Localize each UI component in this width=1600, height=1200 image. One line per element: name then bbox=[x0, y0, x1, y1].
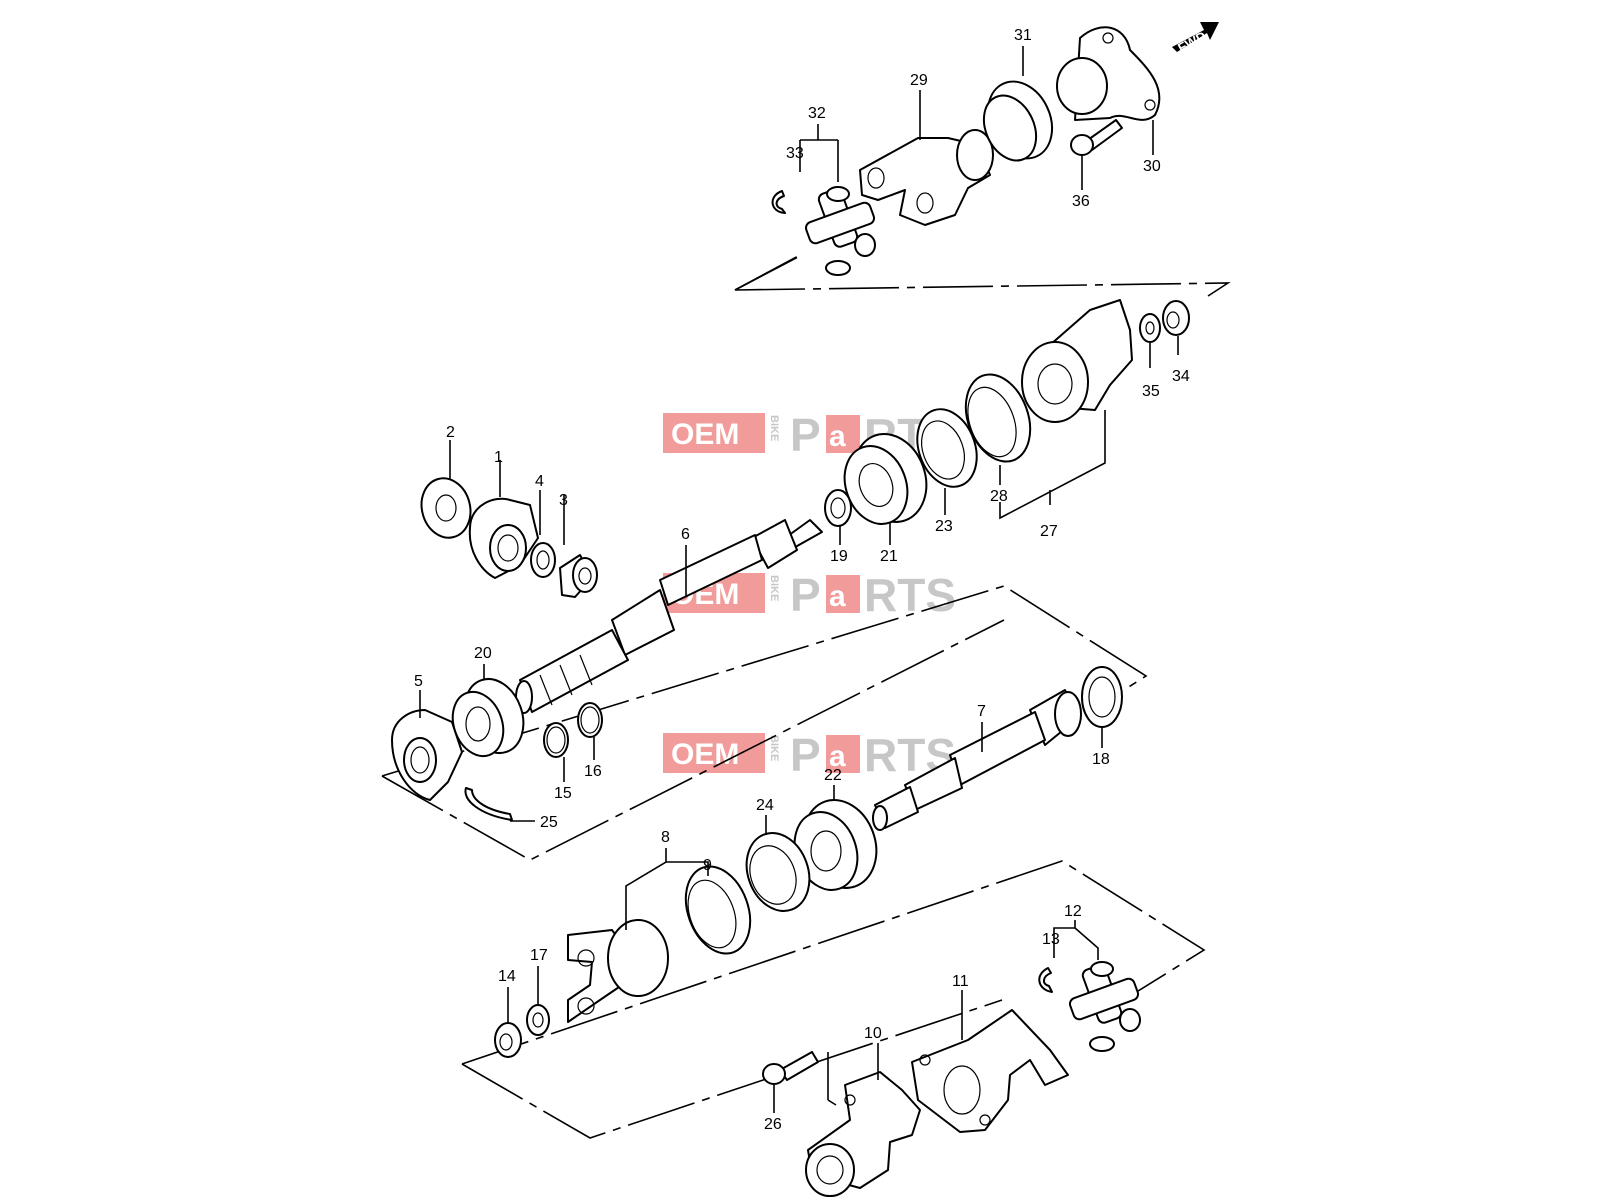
seal-28 bbox=[964, 373, 1032, 463]
callout-11: 11 bbox=[952, 973, 969, 990]
callout-4: 4 bbox=[535, 473, 544, 490]
group-outline-bottom bbox=[461, 860, 1206, 1139]
circlip-15 bbox=[543, 722, 569, 758]
callout-25: 25 bbox=[540, 814, 558, 831]
callout-29: 29 bbox=[910, 72, 928, 89]
circlip-33 bbox=[771, 190, 786, 214]
callout-13: 13 bbox=[1042, 931, 1060, 948]
callout-16: 16 bbox=[584, 763, 602, 780]
bolt-36 bbox=[1070, 119, 1123, 156]
svg-text:P: P bbox=[790, 409, 821, 461]
callout-28: 28 bbox=[990, 488, 1008, 505]
seal-9 bbox=[684, 865, 752, 955]
callout-9: 9 bbox=[703, 857, 712, 874]
svg-text:P: P bbox=[790, 729, 821, 781]
callout-1: 1 bbox=[494, 449, 503, 466]
svg-text:OEM: OEM bbox=[671, 418, 739, 451]
seal-24 bbox=[745, 832, 811, 912]
callout-18: 18 bbox=[1092, 751, 1110, 768]
callout-22: 22 bbox=[824, 767, 842, 784]
seal-23 bbox=[916, 408, 978, 488]
bearing-20 bbox=[451, 678, 525, 758]
svg-text:a: a bbox=[829, 740, 846, 773]
svg-text:FWD: FWD bbox=[1175, 28, 1208, 55]
callout-30: 30 bbox=[1143, 158, 1161, 175]
bevel-gear-5 bbox=[391, 709, 463, 801]
svg-text:P: P bbox=[790, 569, 821, 621]
group-outline-middle bbox=[381, 585, 1148, 861]
callout-7: 7 bbox=[977, 703, 986, 720]
callout-6: 6 bbox=[681, 526, 690, 543]
universal-joint-32 bbox=[804, 186, 876, 276]
svg-text:BIKE: BIKE bbox=[768, 415, 780, 441]
circlip-25 bbox=[464, 787, 513, 821]
circlip-13 bbox=[1038, 967, 1053, 993]
seal-31 bbox=[982, 80, 1054, 162]
shim-18 bbox=[1081, 666, 1123, 728]
callout-23: 23 bbox=[935, 518, 953, 535]
universal-joint-12 bbox=[1068, 961, 1141, 1052]
callout-12: 12 bbox=[1064, 903, 1082, 920]
callout-33: 33 bbox=[786, 145, 804, 162]
flange-10 bbox=[805, 1071, 921, 1197]
yoke-8 bbox=[567, 919, 669, 1023]
group-outline-top-path bbox=[734, 255, 1231, 297]
bearing-21 bbox=[843, 433, 928, 525]
callout-32: 32 bbox=[808, 105, 826, 122]
fwd-arrow-icon: FWD bbox=[1172, 22, 1219, 55]
watermark-3: OEM BIKE P a RTS bbox=[663, 729, 956, 781]
callout-31: 31 bbox=[1014, 27, 1032, 44]
washer-17 bbox=[526, 1004, 550, 1036]
callout-2: 2 bbox=[446, 424, 455, 441]
bolt-26 bbox=[762, 1051, 819, 1085]
callout-19: 19 bbox=[830, 548, 848, 565]
callout-8: 8 bbox=[661, 829, 670, 846]
callout-27: 27 bbox=[1040, 523, 1058, 540]
callout-10: 10 bbox=[864, 1025, 882, 1042]
callout-14: 14 bbox=[498, 968, 516, 985]
svg-text:a: a bbox=[829, 580, 846, 613]
callout-34: 34 bbox=[1172, 368, 1190, 385]
callout-17: 17 bbox=[530, 947, 548, 964]
svg-text:BIKE: BIKE bbox=[768, 575, 780, 601]
yoke-29 bbox=[859, 129, 994, 226]
flange-30 bbox=[1056, 26, 1161, 121]
svg-text:RTS: RTS bbox=[864, 569, 956, 621]
svg-text:OEM: OEM bbox=[671, 738, 739, 771]
callout-24: 24 bbox=[756, 797, 774, 814]
callout-35: 35 bbox=[1142, 383, 1160, 400]
callout-20: 20 bbox=[474, 645, 492, 662]
shaft-6 bbox=[515, 519, 823, 714]
washer-2 bbox=[420, 477, 472, 539]
yoke-flange-11 bbox=[911, 1009, 1069, 1133]
callout-3: 3 bbox=[559, 492, 568, 509]
nut-14 bbox=[494, 1022, 522, 1058]
nut-3 bbox=[559, 554, 598, 598]
washer-19 bbox=[824, 489, 852, 527]
svg-text:a: a bbox=[829, 420, 846, 453]
callout-26: 26 bbox=[764, 1116, 782, 1133]
circlip-16 bbox=[577, 702, 603, 738]
washer-4 bbox=[530, 542, 556, 578]
leader-lines bbox=[419, 46, 1179, 1113]
callout-5: 5 bbox=[414, 673, 423, 690]
shaft-7 bbox=[872, 689, 1082, 831]
bevel-gear-1 bbox=[468, 497, 539, 579]
svg-text:BIKE: BIKE bbox=[768, 735, 780, 761]
yoke-27 bbox=[1021, 299, 1133, 423]
washer-35 bbox=[1139, 313, 1161, 343]
callout-15: 15 bbox=[554, 785, 572, 802]
nut-34 bbox=[1162, 300, 1190, 336]
callout-36: 36 bbox=[1072, 193, 1090, 210]
callout-21: 21 bbox=[880, 548, 898, 565]
